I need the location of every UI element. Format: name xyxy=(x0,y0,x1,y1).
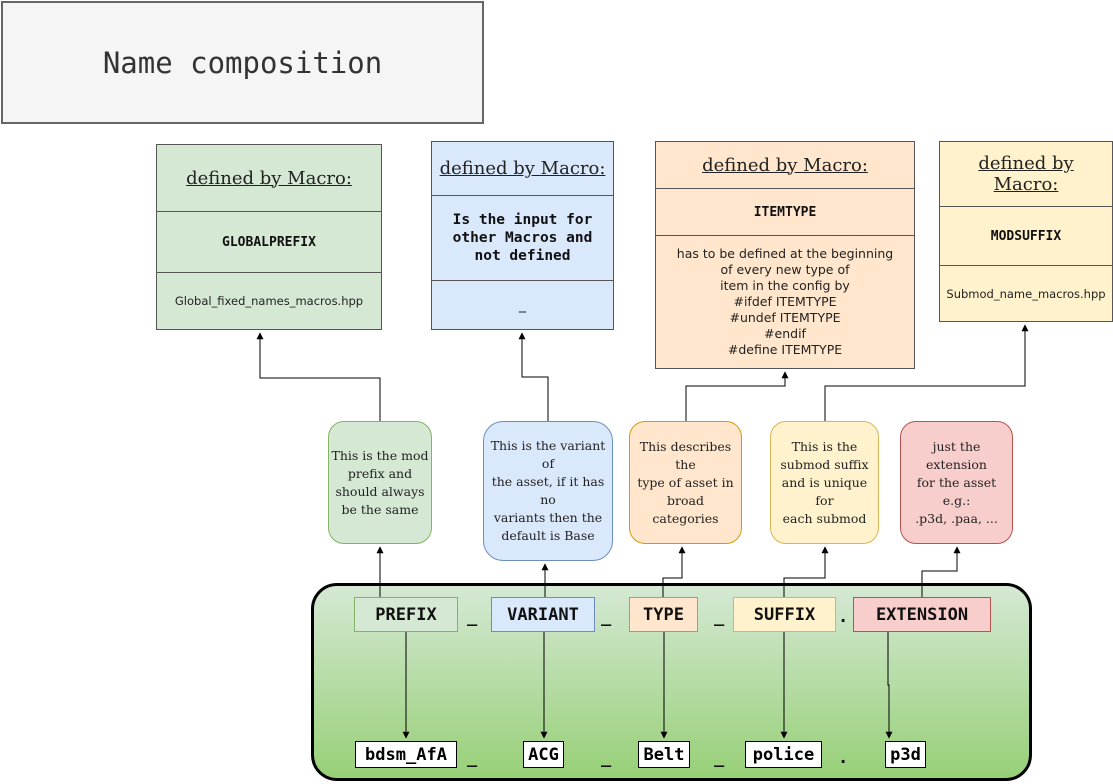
macro-box-itemtype: defined by Macro: ITEMTYPE has to be def… xyxy=(655,141,915,369)
example-prefix: bdsm_AfA xyxy=(355,741,457,768)
diagram-title: Name composition xyxy=(1,1,484,124)
separator-underscore: _ xyxy=(467,748,478,768)
macro-file: Submod_name_macros.hpp xyxy=(946,286,1106,301)
separator-underscore: _ xyxy=(601,748,612,768)
part-extension: EXTENSION xyxy=(853,597,991,632)
macro-header: defined by Macro: xyxy=(940,142,1112,207)
example-extension: p3d xyxy=(885,741,926,768)
connector-prefix-note-to-macro xyxy=(256,332,381,421)
example-variant: ACG xyxy=(523,741,564,768)
note-suffix: This is the submod suffix and is unique … xyxy=(770,421,879,544)
part-suffix: SUFFIX xyxy=(733,597,836,632)
macro-box-globalprefix: defined by Macro: GLOBALPREFIX Global_fi… xyxy=(156,144,382,330)
macro-footer: _ xyxy=(519,297,526,313)
connector-suffix-to-note xyxy=(783,546,829,597)
macro-file: Global_fixed_names_macros.hpp xyxy=(174,294,364,308)
connector-type-note-to-macro xyxy=(685,371,789,421)
example-type: Belt xyxy=(638,741,690,768)
part-type: TYPE xyxy=(629,597,698,632)
connector-extension-to-example xyxy=(885,632,893,739)
macro-header: defined by Macro: xyxy=(656,142,914,189)
macro-name: GLOBALPREFIX xyxy=(157,212,381,273)
separator-dot: . xyxy=(838,748,849,768)
note-type: This describes the type of asset in broa… xyxy=(629,421,742,544)
macro-body: Is the input for other Macros and not de… xyxy=(432,196,613,281)
macro-box-modsuffix: defined by Macro: MODSUFFIX Submod_name_… xyxy=(939,141,1113,322)
note-variant: This is the variant of the asset, if it … xyxy=(483,421,613,561)
macro-name: ITEMTYPE xyxy=(656,189,914,236)
separator-dot: . xyxy=(838,607,849,627)
separator-underscore: _ xyxy=(714,748,725,768)
part-prefix: PREFIX xyxy=(354,597,458,632)
connector-extension-to-note xyxy=(921,546,961,597)
macro-header: defined by Macro: xyxy=(432,142,613,196)
macro-header: defined by Macro: xyxy=(157,145,381,212)
note-extension: just the extension for the asset e.g.: .… xyxy=(900,421,1013,544)
note-prefix: This is the mod prefix and should always… xyxy=(328,421,432,544)
macro-description: has to be defined at the beginning of ev… xyxy=(676,246,894,357)
separator-underscore: _ xyxy=(467,607,478,627)
macro-name: MODSUFFIX xyxy=(940,207,1112,266)
connector-type-to-note xyxy=(662,546,686,597)
connector-variant-note-to-macro xyxy=(518,332,549,421)
separator-underscore: _ xyxy=(714,607,725,627)
macro-box-variant: defined by Macro: Is the input for other… xyxy=(431,141,614,330)
connector-suffix-note-to-macro xyxy=(824,324,1029,421)
separator-underscore: _ xyxy=(601,607,612,627)
part-variant: VARIANT xyxy=(491,597,595,632)
example-suffix: police xyxy=(745,741,822,768)
